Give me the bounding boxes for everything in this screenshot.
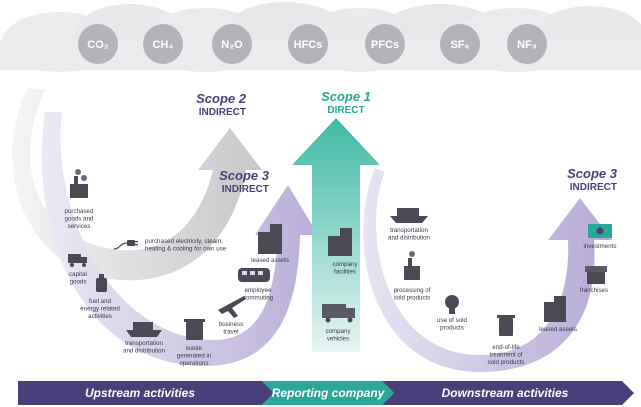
upstream-bar-segment	[18, 381, 274, 405]
gas-circle	[440, 24, 480, 64]
plug-icon	[113, 240, 138, 250]
building-icon	[258, 224, 282, 254]
waste-bin-icon	[184, 319, 205, 340]
store-icon	[585, 266, 607, 284]
scope3-upstream-subtitle: INDIRECT	[222, 184, 269, 195]
gas-circle	[143, 24, 183, 64]
factory-icon	[70, 169, 88, 198]
downstream-bar-segment	[382, 381, 634, 405]
scope2-title: Scope 2	[196, 91, 247, 106]
scope3-downstream-title: Scope 3	[567, 166, 618, 181]
scope3-downstream-subtitle: INDIRECT	[570, 182, 617, 193]
label-purchased-electricity: purchased electricity, steam,heating & c…	[145, 238, 227, 253]
scope1-subtitle: DIRECT	[327, 105, 364, 116]
downstream-label: Downstream activities	[442, 386, 569, 400]
gas-label: PFCs	[371, 39, 399, 51]
ship-icon	[390, 208, 428, 223]
lightbulb-icon	[445, 295, 459, 314]
train-icon	[238, 268, 270, 282]
gas-label: CH₄	[152, 39, 173, 51]
gas-label: N₂O	[221, 39, 243, 51]
ship-icon	[126, 322, 162, 337]
scope2-arrow	[12, 88, 262, 281]
recycle-bin-icon	[497, 315, 515, 336]
gas-circle	[365, 24, 405, 64]
label-franchises: franchises	[580, 287, 608, 294]
forklift-icon	[68, 254, 87, 267]
scope1-title: Scope 1	[321, 89, 371, 104]
gas-circle	[507, 24, 547, 64]
gas-circle	[212, 24, 252, 64]
label-leased-assets-upstream: leased assets	[251, 257, 289, 264]
fuel-icon	[96, 274, 107, 292]
gas-list: CO₂ CH₄ N₂O HFCs PFCs SF₆ NF₃	[78, 24, 547, 64]
gas-label: CO₂	[87, 39, 109, 51]
reporting-bar-segment	[262, 381, 394, 405]
gas-circle	[288, 24, 328, 64]
scope3-upstream-arrow	[41, 112, 319, 367]
scope3-upstream-title: Scope 3	[219, 168, 270, 183]
scope1-arrow	[292, 118, 380, 352]
company-facilities-icon	[328, 228, 352, 256]
money-icon	[588, 224, 612, 238]
label-leased-assets-downstream: leased assets	[539, 326, 577, 333]
scope3-downstream-arrow	[363, 168, 612, 372]
scope2-subtitle: INDIRECT	[199, 107, 246, 118]
gas-label: HFCs	[294, 39, 323, 51]
gas-circle	[78, 24, 118, 64]
gas-label: NF₃	[517, 39, 537, 51]
gas-label: SF₆	[450, 39, 469, 51]
value-chain-bar: Upstream activities Reporting company Do…	[18, 381, 634, 405]
upstream-label: Upstream activities	[85, 386, 195, 400]
label-investments: investments	[583, 243, 616, 250]
airplane-icon	[218, 296, 246, 318]
truck-icon	[322, 304, 355, 323]
factory-icon	[404, 251, 420, 280]
building-icon	[544, 296, 566, 322]
reporting-label: Reporting company	[272, 386, 386, 400]
